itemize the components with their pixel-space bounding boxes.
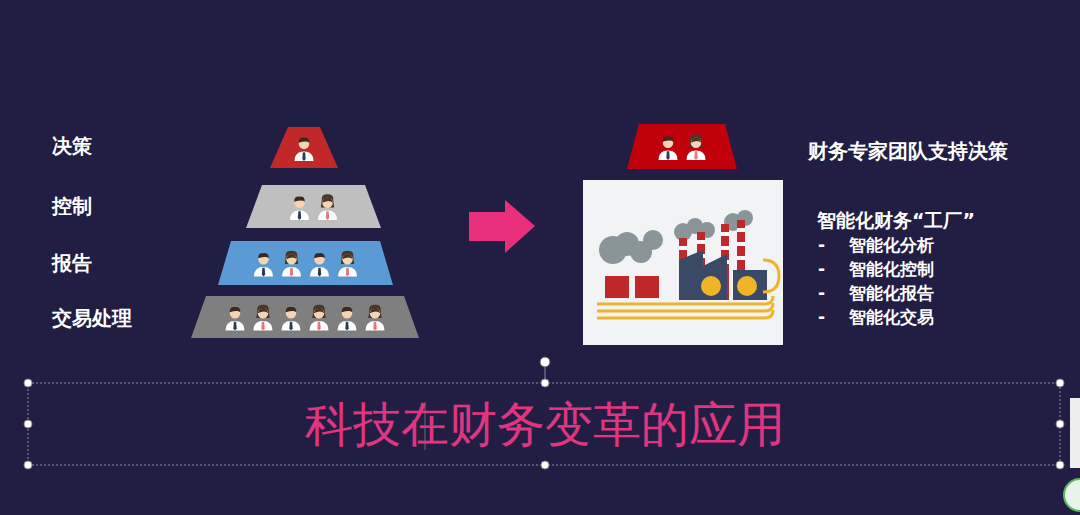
trapezoid-shape [627,124,737,169]
person-icon [282,251,301,277]
trapezoid-shape [270,127,338,168]
level-band: 控制 [246,185,381,228]
trapezoid-shape [246,185,381,228]
person-icon [290,197,309,220]
person-icon [366,305,385,331]
node-label: 控制 [52,193,92,220]
person-icon [226,307,245,330]
level-band: 报告 [218,241,393,285]
image-frame [583,180,783,345]
person-icon [254,253,273,276]
side-panel [1064,398,1080,511]
selection-frame [24,357,1064,469]
trapezoid-shape [191,296,419,338]
node-label: 交易处理 [52,305,132,332]
person-icon [659,137,678,160]
factory-illustration [597,210,779,318]
node-label: 报告 [52,250,92,277]
trapezoid-shape [218,241,393,285]
node-label: 智能化财务“工厂” [817,208,975,234]
bullet-item: - 智能化报告 [818,282,934,305]
level-band: 财务专家团队支持决策 [627,124,737,169]
person-icon [310,305,329,331]
person-icon [282,307,301,330]
person-icon [310,253,329,276]
person-icon [687,134,706,160]
illustration-box: 智能化财务“工厂”- 智能化分析- 智能化控制- 智能化报告- 智能化交易 [583,180,783,345]
person-icon [295,138,314,161]
slide-title: 科技在财务变革的应用 [305,393,785,457]
block-arrow [469,200,535,253]
person-icon [318,194,337,220]
person-icon [338,251,357,277]
bullet-item: - 智能化交易 [818,306,934,329]
bullet-item: - 智能化分析 [818,234,934,257]
level-band: 交易处理 [191,296,419,338]
person-icon [338,307,357,330]
node-label: 决策 [52,133,92,160]
bullet-item: - 智能化控制 [818,258,934,281]
node-label: 财务专家团队支持决策 [808,138,1008,165]
level-band: 决策 [270,127,338,168]
person-icon [254,305,273,331]
